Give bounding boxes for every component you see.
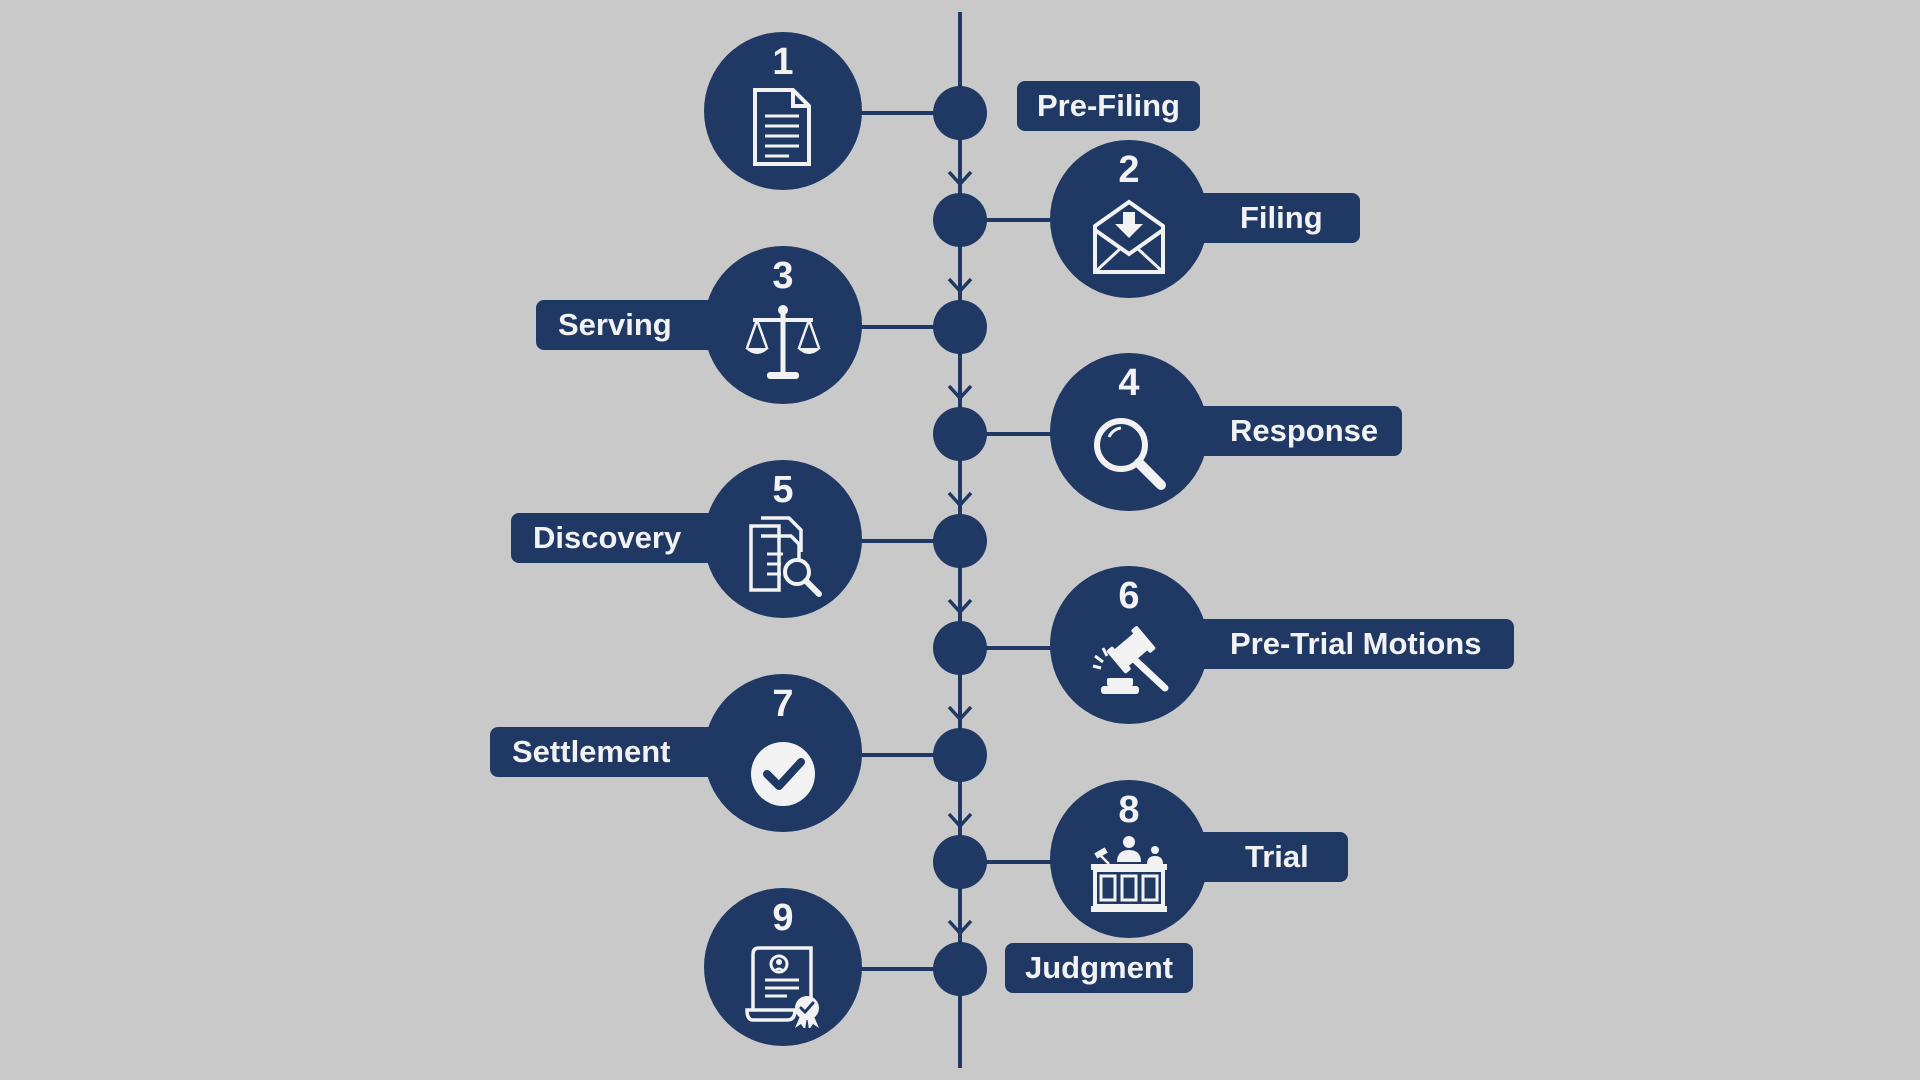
connector-2: [960, 218, 1060, 222]
step-circle-1: 1: [704, 32, 862, 190]
step-number-4: 4: [1118, 362, 1140, 404]
step-label-9: Judgment: [1005, 943, 1194, 993]
connector-7: [860, 753, 960, 757]
step-circle-6: 6: [1050, 566, 1208, 724]
timeline-node-8: [933, 835, 987, 889]
step-number-9: 9: [772, 897, 794, 939]
step-circle-5: 5: [704, 460, 862, 618]
magnifying-glass-icon: [1094, 418, 1166, 490]
step-number-5: 5: [772, 469, 794, 511]
step-circle-9: 9: [704, 888, 862, 1046]
step-circle-8: 8: [1050, 780, 1208, 938]
step-number-8: 8: [1118, 789, 1140, 831]
step-number-1: 1: [772, 41, 794, 83]
timeline-node-7: [933, 728, 987, 782]
timeline-node-3: [933, 300, 987, 354]
timeline-node-4: [933, 407, 987, 461]
connector-8: [960, 860, 1060, 864]
checkmark-icon: [751, 742, 815, 806]
scales-of-justice-icon: [745, 305, 821, 379]
step-number-3: 3: [772, 255, 794, 297]
step-label-6: Pre-Trial Motions: [1150, 619, 1514, 669]
step-label-1: Pre-Filing: [1017, 81, 1200, 131]
connector-5: [860, 539, 960, 543]
step-circle-3: 3: [704, 246, 862, 404]
step-number-6: 6: [1118, 575, 1140, 617]
connector-9: [860, 967, 960, 971]
step-circle-7: 7: [704, 674, 862, 832]
timeline-node-9: [933, 942, 987, 996]
timeline-node-5: [933, 514, 987, 568]
step-number-2: 2: [1118, 149, 1140, 191]
connector-6: [960, 646, 1060, 650]
document-search-icon: [749, 516, 822, 597]
document-icon: [753, 88, 811, 166]
timeline-node-2: [933, 193, 987, 247]
courtroom-icon: [1091, 836, 1167, 912]
connector-1: [860, 111, 960, 115]
timeline-node-6: [933, 621, 987, 675]
step-number-7: 7: [772, 683, 794, 725]
step-circle-2: 2: [1050, 140, 1208, 298]
connector-3: [860, 325, 960, 329]
certificate-icon: [745, 946, 819, 1028]
envelope-download-icon: [1093, 199, 1165, 274]
connector-4: [960, 432, 1060, 436]
gavel-icon: [1092, 626, 1169, 694]
timeline-node-1: [933, 86, 987, 140]
step-circle-4: 4: [1050, 353, 1208, 511]
